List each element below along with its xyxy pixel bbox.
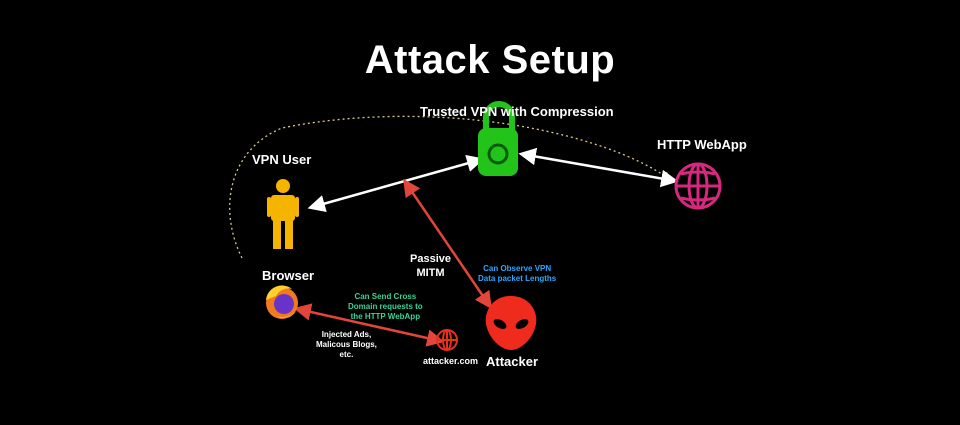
dotted-request-path <box>229 115 672 259</box>
arrow-user-vpn <box>307 154 485 213</box>
page-title: Attack Setup <box>364 38 616 82</box>
cross-domain-note: Can Send Cross Domain requests to the HT… <box>348 292 423 321</box>
vpn-label: Trusted VPN with Compression <box>420 104 614 119</box>
globe-icon <box>674 162 722 210</box>
browser-label: Browser <box>262 268 315 283</box>
injected-note: Injected Ads, Malicous Blogs, etc. <box>316 330 377 359</box>
firefox-icon <box>266 285 298 319</box>
globe-icon <box>436 329 458 351</box>
arrow-browser-attackersite <box>293 303 445 347</box>
webapp-label: HTTP WebApp <box>657 137 747 152</box>
passive-mitm-label: Passive MITM <box>410 253 451 279</box>
attacker-site-label: attacker.com <box>423 356 479 366</box>
lock-icon <box>478 101 518 176</box>
arrow-mitm <box>403 178 492 310</box>
attacker-label: Attacker <box>486 354 539 369</box>
observe-note: Can Observe VPN Data packet Lengths <box>478 264 557 283</box>
alien-icon <box>485 296 537 350</box>
vpn-user-label: VPN User <box>252 152 312 167</box>
arrow-vpn-webapp <box>518 147 679 188</box>
person-icon <box>267 179 299 249</box>
